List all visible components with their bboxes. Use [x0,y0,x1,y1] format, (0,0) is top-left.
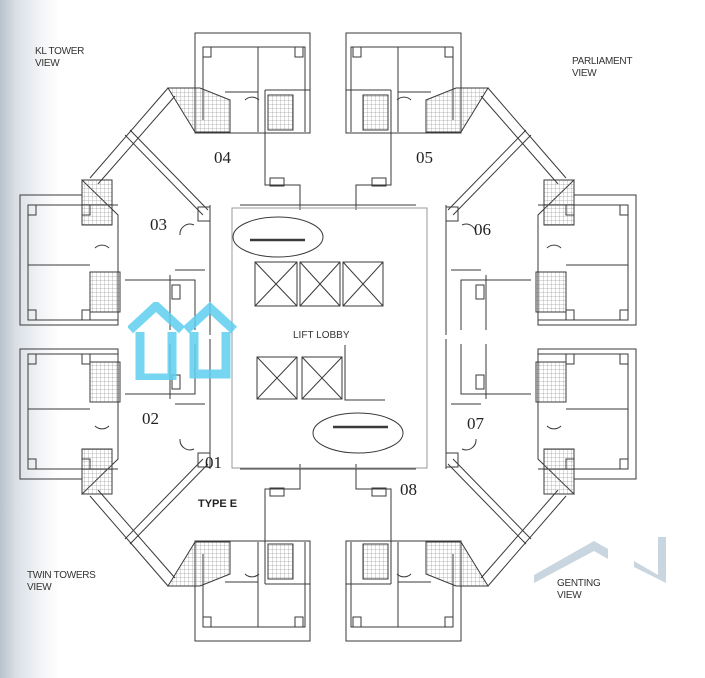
lift-lobby-label: LIFT LOBBY [293,330,350,341]
unit-type-label: TYPE E [198,498,238,510]
view-line: GENTING [557,578,601,589]
unit-07: 07 [467,414,484,433]
core [231,207,428,469]
unit-02: 02 [142,409,159,428]
watermark-grey-logo [534,537,666,583]
view-line: VIEW [572,68,597,79]
unit-03: 03 [150,215,167,234]
view-line: VIEW [27,582,52,593]
unit-05: 05 [416,148,433,167]
view-line: PARLIAMENT [572,56,633,67]
unit-08: 08 [400,480,417,499]
page-shadow [0,0,60,678]
watermark-house-logo [128,302,238,380]
view-line: VIEW [35,58,60,69]
stair-top [232,216,324,258]
quadrant-bottom-left [19,338,329,642]
view-line: VIEW [557,590,582,601]
unit-01: 01 [205,453,222,472]
lifts-top [254,261,384,307]
unit-06: 06 [474,220,491,239]
lifts-bottom [256,345,385,401]
view-line: KL TOWER [35,46,85,57]
view-line: TWIN TOWERS [27,570,96,581]
stair-bottom [312,412,404,454]
unit-04: 04 [214,148,231,167]
